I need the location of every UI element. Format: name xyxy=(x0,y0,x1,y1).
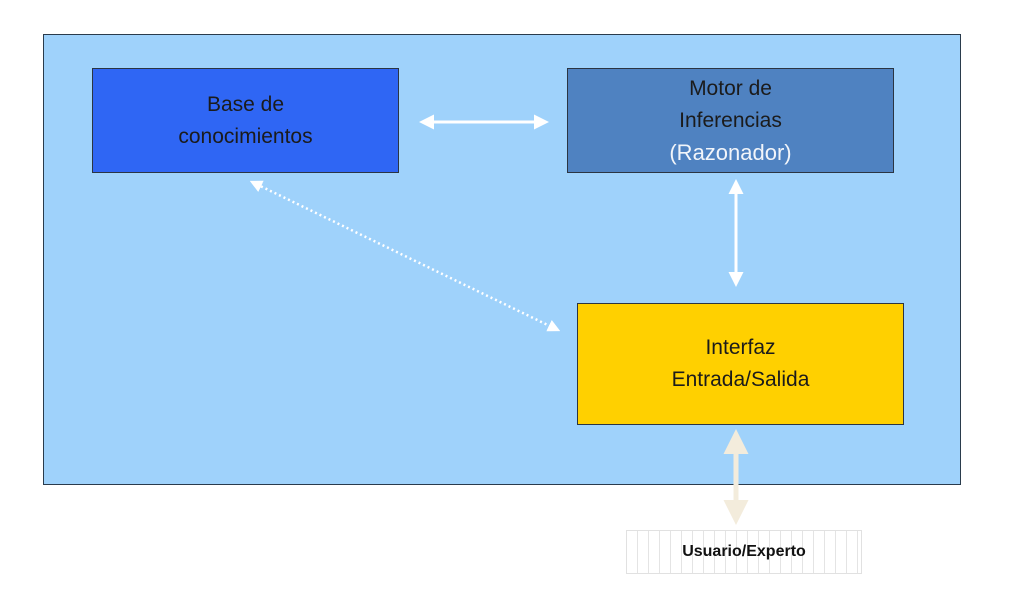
interface-line2: Entrada/Salida xyxy=(671,368,810,391)
knowledge-base-line1: Base de xyxy=(206,92,285,116)
inference-engine-node: Motor de Inferencias (Razonador) xyxy=(567,68,894,173)
interface-node: Interfaz Entrada/Salida xyxy=(577,303,904,425)
interface-line1: Interfaz xyxy=(705,336,776,359)
user-expert-label: Usuario/Experto xyxy=(682,543,806,560)
knowledge-base-node: Base de conocimientos xyxy=(92,68,399,173)
inference-engine-line2: Inferencias xyxy=(679,108,782,132)
inference-engine-line1: Motor de xyxy=(689,76,772,100)
inference-engine-line3: (Razonador) xyxy=(669,139,792,165)
user-expert-box: Usuario/Experto xyxy=(626,530,862,574)
knowledge-base-line2: conocimientos xyxy=(178,124,313,148)
